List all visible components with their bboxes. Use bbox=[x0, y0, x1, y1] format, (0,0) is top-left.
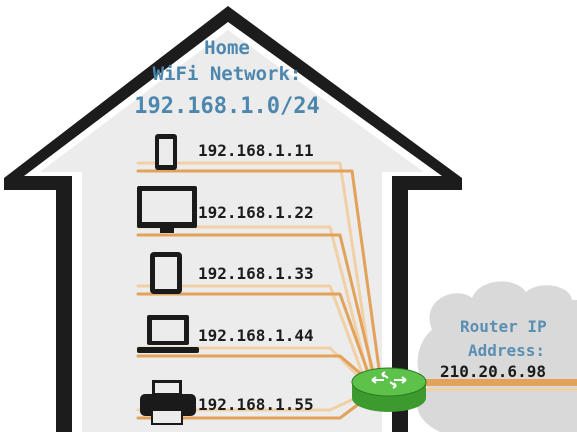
device-ip-printer: 192.168.1.55 bbox=[198, 395, 314, 414]
device-ip-tablet: 192.168.1.33 bbox=[198, 264, 314, 283]
laptop-icon bbox=[137, 315, 199, 353]
router-label-line2: Address: bbox=[468, 341, 546, 360]
tablet-icon bbox=[150, 252, 182, 294]
router-public-ip: 210.20.6.98 bbox=[440, 362, 546, 381]
network-subnet: 192.168.1.0/24 bbox=[134, 94, 320, 119]
printer-icon bbox=[140, 380, 196, 425]
router-label-line1: Router IP bbox=[460, 317, 547, 336]
device-ip-smartphone: 192.168.1.11 bbox=[198, 141, 314, 160]
internet-cloud bbox=[417, 281, 577, 432]
network-title: Home bbox=[204, 37, 250, 59]
wires bbox=[136, 161, 382, 420]
device-ip-laptop: 192.168.1.44 bbox=[198, 326, 314, 345]
house-outline bbox=[4, 6, 462, 432]
device-ip-desktop: 192.168.1.22 bbox=[198, 203, 314, 222]
router-icon bbox=[351, 367, 427, 412]
network-subtitle: WiFi Network: bbox=[152, 63, 302, 85]
external-wire bbox=[425, 379, 577, 391]
smartphone-icon bbox=[155, 134, 177, 170]
desktop-monitor-icon bbox=[137, 186, 197, 233]
